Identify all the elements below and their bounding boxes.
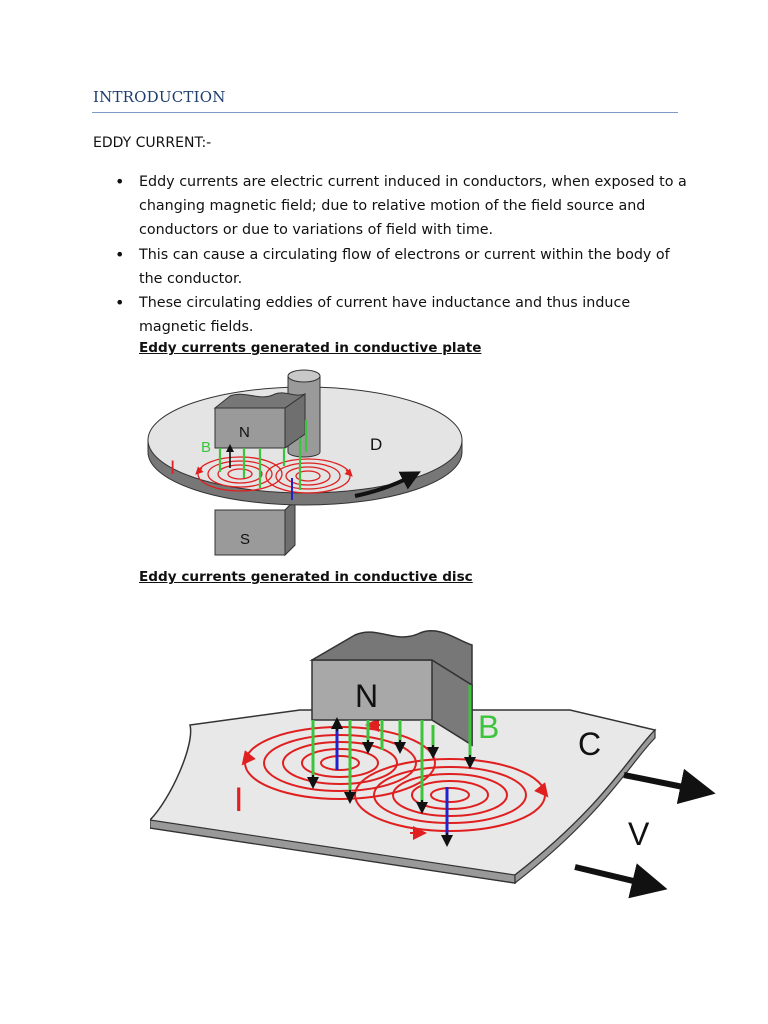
eddy-current-disc-figure: S N D B I: [147, 369, 463, 557]
subsection-title: EDDY CURRENT:-: [93, 135, 212, 151]
figure-caption-disc: Eddy currents generated in conductive di…: [139, 569, 473, 585]
south-magnet: S: [214, 498, 296, 557]
current-label: I: [170, 458, 175, 479]
field-label: B: [478, 709, 499, 745]
velocity-label: V: [628, 816, 650, 852]
bullet-item: Eddy currents are electric current induc…: [115, 170, 690, 243]
figure-caption-plate: Eddy currents generated in conductive pl…: [139, 340, 482, 356]
section-heading: INTRODUCTION: [93, 88, 226, 106]
bullet-item: This can cause a circulating flow of ele…: [115, 243, 690, 291]
south-label: S: [240, 531, 250, 548]
bullet-list: Eddy currents are electric current induc…: [115, 170, 690, 339]
current-label: I: [234, 781, 243, 819]
north-label: N: [355, 678, 378, 714]
eddy-current-sheet-figure: N B C V I: [150, 630, 716, 899]
conductive-sheet: [150, 709, 657, 885]
heading-divider: [92, 112, 678, 113]
disc-label: D: [370, 435, 382, 454]
field-label: B: [201, 439, 211, 456]
plate-label: C: [578, 726, 601, 762]
velocity-arrow-lower: [574, 863, 668, 899]
eddy-current-loops: [195, 456, 353, 494]
rotation-arrow: [354, 471, 421, 498]
eddy-current-loops: [241, 718, 549, 840]
north-magnet: N: [309, 630, 473, 747]
north-label: N: [239, 424, 250, 441]
field-line-tips: [307, 740, 476, 814]
magnetic-field-lines: [218, 420, 308, 490]
velocity-arrow-upper: [623, 768, 716, 805]
bullet-item: These circulating eddies of current have…: [115, 291, 690, 339]
north-magnet: N: [213, 392, 306, 449]
